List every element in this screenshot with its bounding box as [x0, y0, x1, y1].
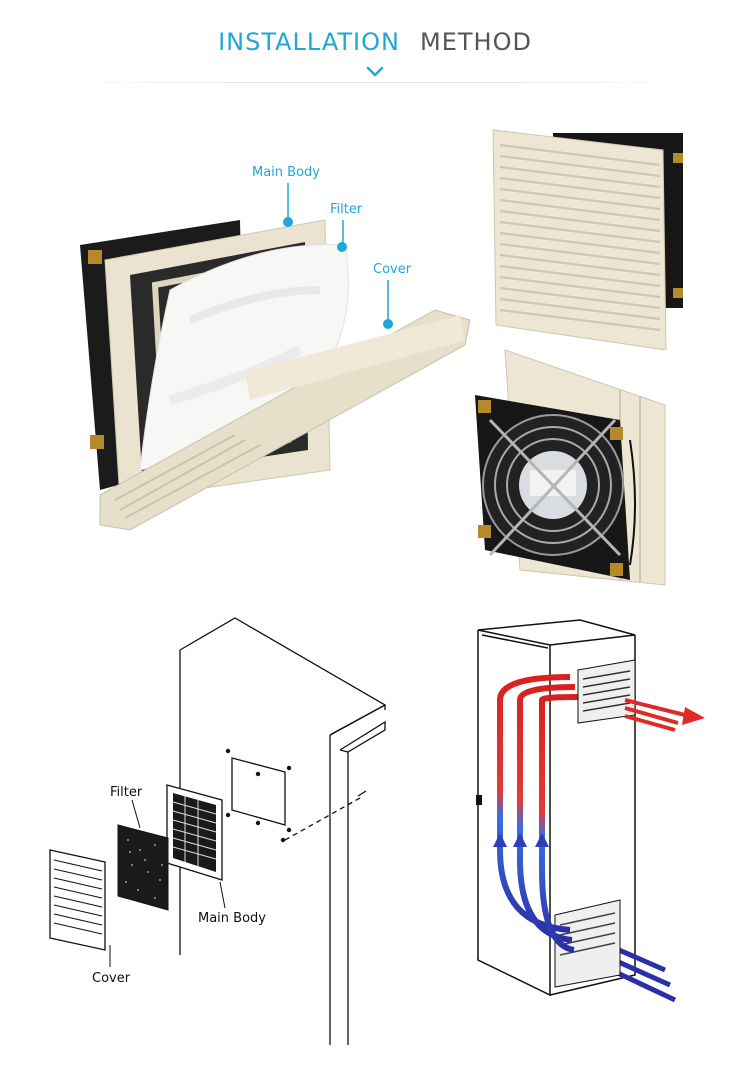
- installation-diagram: Filter Main Body Cover: [49, 617, 387, 1045]
- cover-front-photo: [492, 129, 683, 350]
- chevron-down-icon: [366, 66, 384, 77]
- section-header: INSTALLATION METHOD: [0, 0, 750, 90]
- title-installation: INSTALLATION: [218, 28, 400, 56]
- header-divider: [60, 82, 690, 83]
- diagram-label-main-body: Main Body: [198, 911, 266, 926]
- diagram-label-cover: Cover: [92, 971, 131, 986]
- page-title: INSTALLATION METHOD: [0, 28, 750, 56]
- diagram-label-filter: Filter: [110, 785, 143, 800]
- callout-filter: Filter: [330, 202, 363, 217]
- airflow-diagram: [476, 619, 705, 1003]
- exploded-product-photo: Main Body Filter Cover: [80, 165, 471, 531]
- callout-main-body: Main Body: [252, 165, 320, 180]
- title-method: METHOD: [419, 28, 532, 56]
- callout-cover: Cover: [373, 262, 412, 277]
- fan-rear-photo: [475, 349, 666, 586]
